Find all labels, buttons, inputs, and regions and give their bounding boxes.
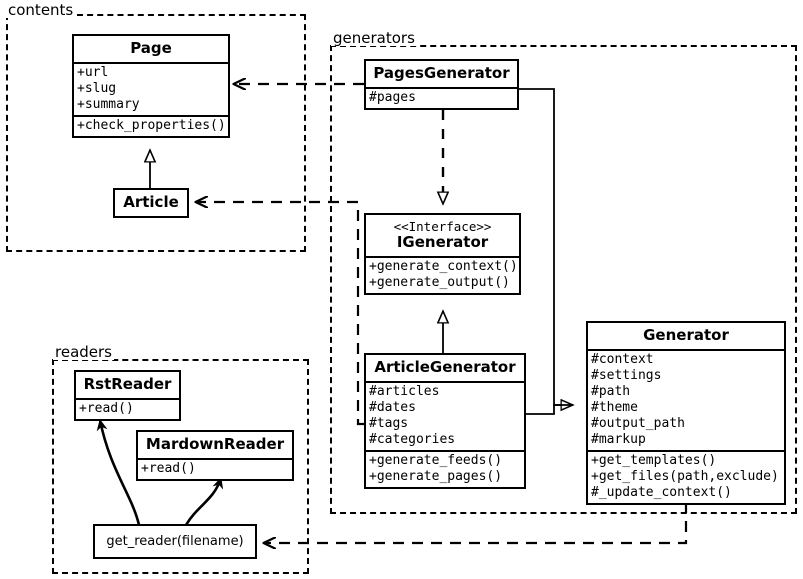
class-member: #theme: [591, 400, 638, 415]
class-generator[interactable]: Generator #context #settings #path #them…: [586, 321, 786, 505]
package-generators-label: generators: [331, 29, 417, 47]
class-member: +get_templates(): [591, 453, 717, 468]
package-readers: [52, 359, 309, 574]
package-generators: [330, 45, 797, 514]
class-mardown-reader[interactable]: MardownReader +read(): [136, 430, 294, 481]
class-member: #pages: [369, 90, 416, 105]
class-member: +generate_pages(): [369, 469, 503, 484]
class-article-generator[interactable]: ArticleGenerator #articles #dates #tags …: [364, 353, 526, 489]
class-igenerator-stereotype: <<Interface>>: [393, 219, 492, 234]
package-readers-label: readers: [53, 343, 114, 361]
class-article-generator-attributes: #articles #dates #tags #categories: [366, 381, 524, 450]
class-article[interactable]: Article: [113, 188, 189, 218]
class-member: #settings: [591, 368, 662, 383]
class-page[interactable]: Page +url +slug +summary +check_properti…: [72, 34, 230, 138]
class-member: +read(): [79, 401, 134, 416]
class-rst-reader[interactable]: RstReader +read(): [74, 370, 181, 421]
class-member: #categories: [369, 432, 456, 447]
class-mardown-reader-name: MardownReader: [145, 435, 285, 453]
class-article-generator-methods: +generate_feeds() +generate_pages(): [366, 450, 524, 487]
class-igenerator-label: IGenerator: [396, 233, 489, 251]
class-igenerator[interactable]: <<Interface>> IGenerator +generate_conte…: [364, 213, 521, 295]
class-member: #markup: [591, 432, 646, 447]
class-member: +summary: [77, 97, 140, 112]
package-contents-label: contents: [6, 1, 76, 19]
class-member: #articles: [369, 384, 440, 399]
class-member: +slug: [77, 81, 117, 96]
function-get-reader-label: get_reader(filename): [106, 534, 244, 549]
class-pages-generator[interactable]: PagesGenerator #pages: [364, 59, 519, 110]
class-member: +check_properties(): [77, 118, 226, 133]
class-member: #_update_context(): [591, 485, 732, 500]
class-member: +url: [77, 65, 109, 80]
package-contents: [6, 14, 306, 252]
class-member: #context: [591, 352, 654, 367]
class-member: +generate_context(): [369, 259, 518, 274]
class-page-name: Page: [130, 39, 172, 57]
class-igenerator-methods: +generate_context() +generate_output(): [366, 256, 519, 293]
class-rst-reader-methods: +read(): [76, 398, 179, 419]
class-member: +read(): [141, 461, 196, 476]
class-page-attributes: +url +slug +summary: [74, 62, 228, 115]
class-pages-generator-attributes: #pages: [366, 87, 517, 108]
class-page-methods: +check_properties(): [74, 115, 228, 136]
class-article-generator-name: ArticleGenerator: [374, 358, 516, 376]
class-rst-reader-name: RstReader: [83, 375, 172, 393]
class-member: #tags: [369, 416, 409, 431]
class-mardown-reader-methods: +read(): [138, 458, 292, 479]
class-member: #path: [591, 384, 631, 399]
class-generator-attributes: #context #settings #path #theme #output_…: [588, 349, 784, 450]
class-member: #output_path: [591, 416, 685, 431]
class-igenerator-name: <<Interface>> IGenerator: [366, 215, 519, 256]
class-article-name: Article: [123, 193, 179, 211]
function-get-reader[interactable]: get_reader(filename): [93, 524, 257, 559]
class-member: +generate_feeds(): [369, 453, 503, 468]
class-member: +generate_output(): [369, 275, 510, 290]
class-member: +get_files(path,exclude): [591, 469, 779, 484]
class-pages-generator-name: PagesGenerator: [373, 64, 510, 82]
class-generator-name: Generator: [643, 326, 729, 344]
class-generator-methods: +get_templates() +get_files(path,exclude…: [588, 450, 784, 503]
class-member: #dates: [369, 400, 416, 415]
